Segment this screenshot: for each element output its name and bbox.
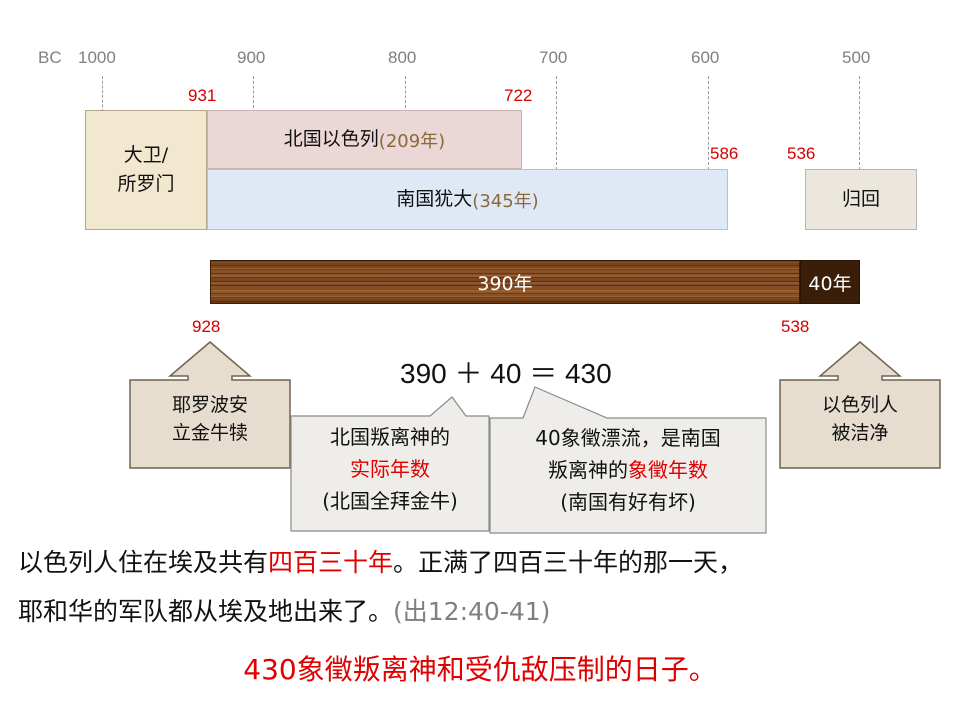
left-callout-line3: (北国全拜金牛) (322, 489, 458, 513)
south-judah-name: 南国犹大 (396, 187, 473, 210)
left-arrow-text: 耶罗波安 立金牛犊 (130, 392, 290, 447)
year-928: 928 (192, 317, 221, 336)
left-up-arrow-shape (129, 341, 291, 469)
summary: 430象徵叛离神和受仇敌压制的日子。 (243, 653, 717, 686)
tick-line-800 (405, 76, 406, 108)
right-arrow-line2: 被洁净 (831, 421, 889, 444)
david-solomon-line2: 所罗门 (117, 173, 175, 195)
right-arrow-text: 以色列人 被洁净 (780, 392, 940, 447)
bc-label: BC (38, 48, 62, 67)
left-callout-text: 北国叛离神的 实际年数 (北国全拜金牛) (292, 421, 488, 517)
period-north-israel: 北国以色列 (209年) (207, 110, 522, 169)
year-538: 538 (781, 317, 810, 336)
right-arrow-line1: 以色列人 (821, 394, 898, 416)
bar-40-label: 40年 (808, 272, 852, 295)
verse-highlight: 四百三十年 (268, 548, 394, 577)
north-israel-name: 北国以色列 (283, 127, 379, 150)
right-callout-line2: 叛离神的象徵年数 (491, 454, 765, 486)
david-solomon-line1: 大卫/ (123, 143, 169, 166)
south-judah-duration: (345年) (472, 190, 539, 212)
right-callout-line2-b: 象徵年数 (628, 458, 708, 482)
tick-600: 600 (691, 48, 720, 67)
right-callout-line3: (南国有好有坏) (560, 490, 696, 514)
verse-line2: 耶和华的军队都从埃及地出来了。(出12:40-41) (18, 592, 550, 628)
left-callout-shape (290, 396, 490, 532)
left-arrow-line2: 立金牛犊 (171, 421, 248, 444)
tick-500: 500 (842, 48, 871, 67)
tick-line-900 (253, 76, 254, 108)
period-south-judah: 南国犹大 (345年) (207, 169, 728, 230)
left-arrow-line1: 耶罗波安 (171, 394, 248, 416)
year-586: 586 (710, 144, 739, 163)
tick-700: 700 (539, 48, 568, 67)
right-callout-line2-a: 叛离神的 (548, 458, 628, 482)
left-callout-line1: 北国叛离神的 (330, 425, 450, 449)
verse-part1: 以色列人住在埃及共有 (18, 548, 269, 577)
bar-390-years: 390年 (210, 260, 800, 304)
verse-line2-text: 耶和华的军队都从埃及地出来了。 (18, 597, 394, 626)
return-label: 归回 (841, 187, 880, 210)
year-536: 536 (787, 144, 816, 163)
year-722: 722 (504, 86, 533, 105)
bar-390-label: 390年 (477, 272, 533, 295)
tick-900: 900 (237, 48, 266, 67)
period-david-solomon: 大卫/ 所罗门 (85, 110, 207, 230)
tick-1000: 1000 (78, 48, 116, 67)
left-callout-line2: 实际年数 (350, 457, 430, 481)
verse-reference: (出12:40-41) (393, 597, 551, 626)
period-return: 归回 (805, 169, 917, 230)
tick-line-700 (556, 76, 557, 170)
north-israel-duration: (209年) (378, 130, 446, 152)
right-callout-shape (489, 386, 767, 534)
bar-40-years: 40年 (800, 260, 860, 304)
tick-line-600 (708, 76, 709, 170)
right-up-arrow-shape (779, 341, 941, 469)
year-931: 931 (188, 86, 217, 105)
tick-800: 800 (388, 48, 417, 67)
equation: 390 ＋ 40 ＝ 430 (400, 358, 612, 389)
verse-part2: 。正满了四百三十年的那一天， (393, 548, 744, 577)
tick-line-1000 (102, 76, 103, 112)
tick-line-500 (859, 76, 860, 170)
right-callout-text: 40象徵漂流，是南国 叛离神的象徵年数 (南国有好有坏) (491, 422, 765, 518)
right-callout-line1: 40象徵漂流，是南国 (535, 426, 721, 450)
verse-line1: 以色列人住在埃及共有四百三十年。正满了四百三十年的那一天， (18, 543, 743, 579)
